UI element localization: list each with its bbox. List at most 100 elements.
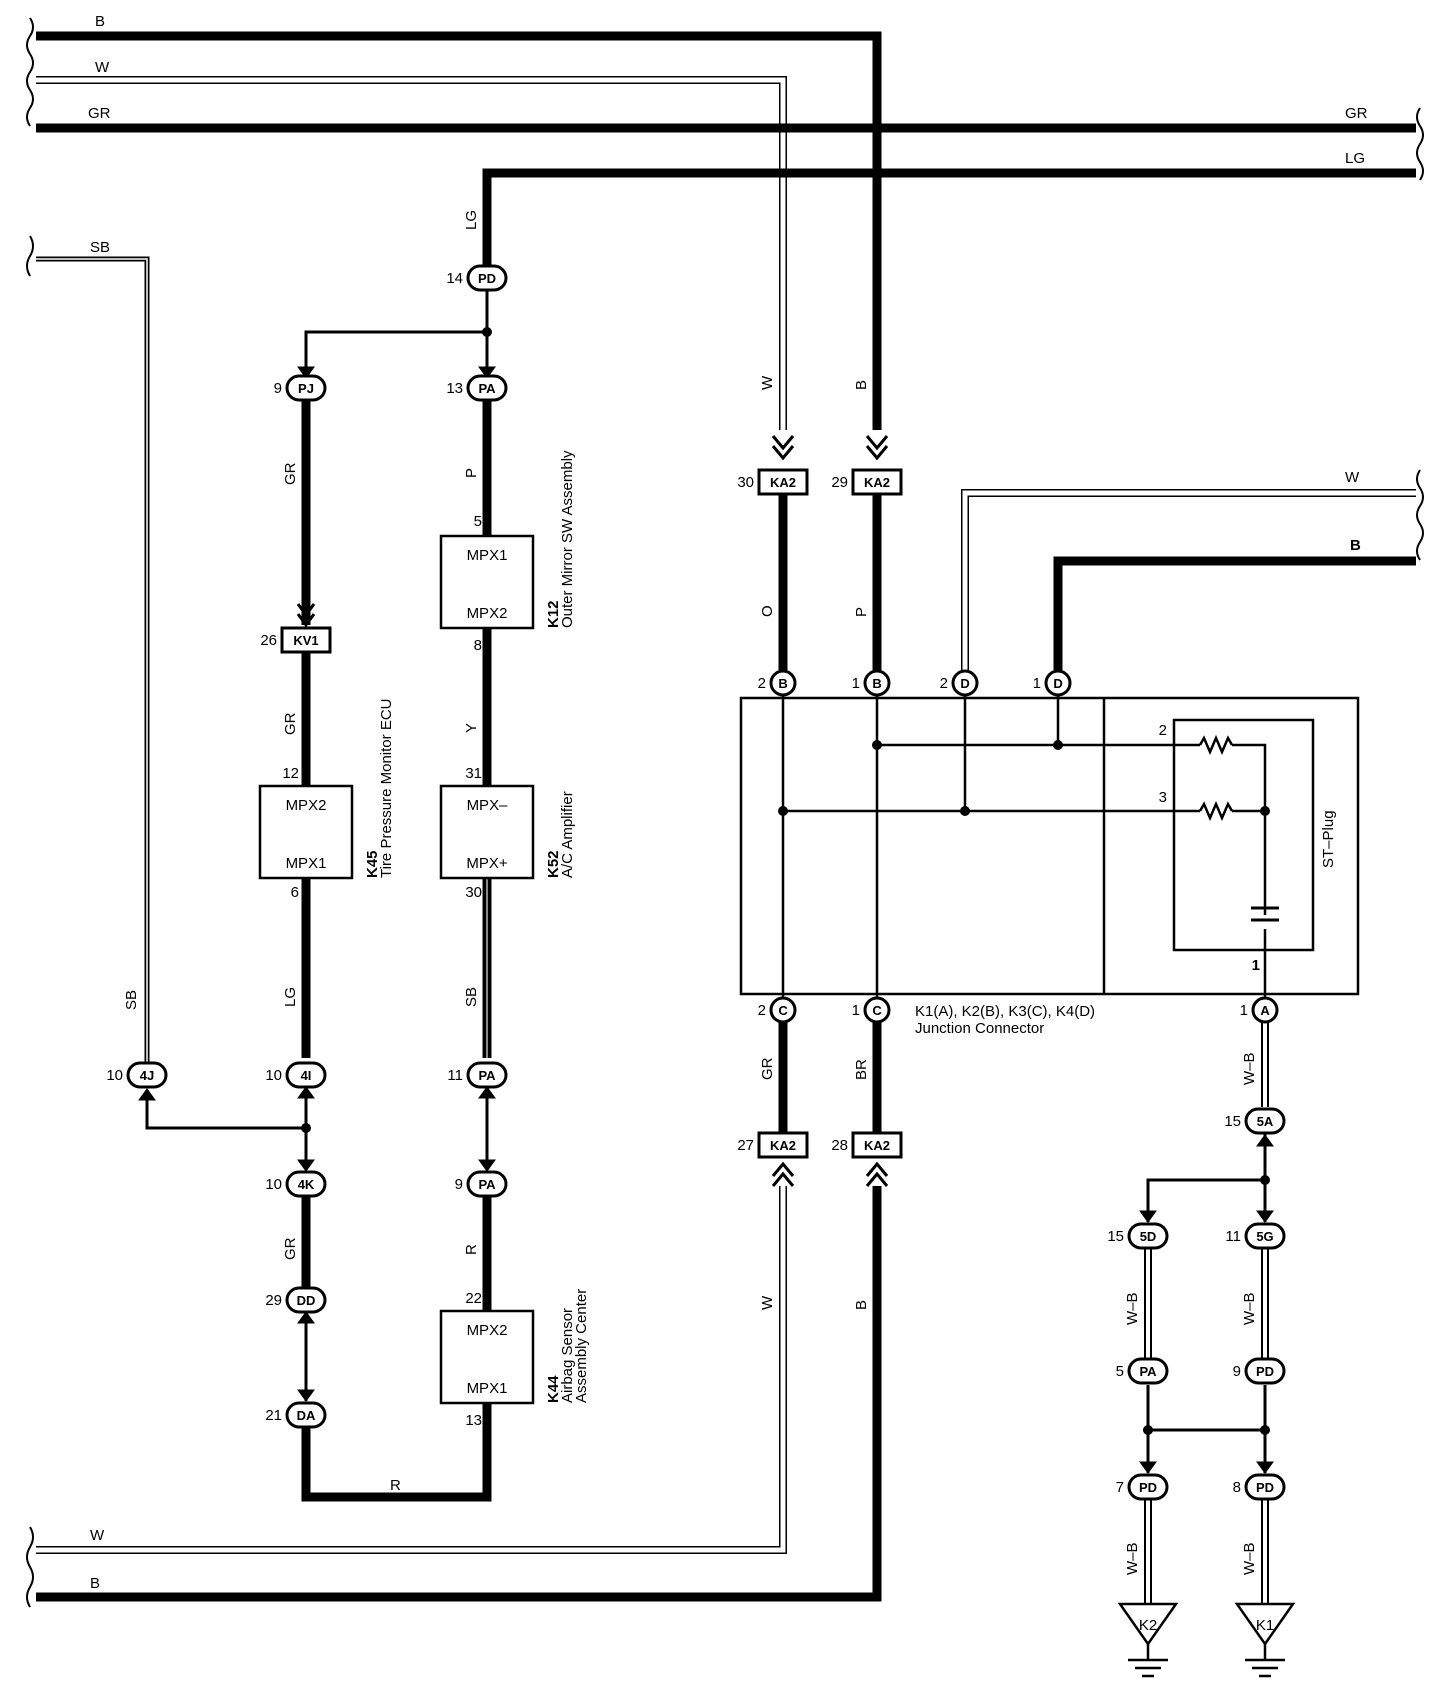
connector-ka2-28[interactable]: KA2 (851, 1131, 903, 1159)
connector-pd7[interactable]: PD (1127, 1473, 1169, 1501)
connector-d1[interactable]: D (1044, 669, 1072, 697)
connector-5g[interactable]: 5G (1244, 1222, 1286, 1250)
svg-text:PA: PA (478, 1068, 496, 1083)
connector-pa9[interactable]: PA (466, 1170, 508, 1198)
svg-text:9: 9 (274, 380, 282, 397)
svg-text:PA: PA (478, 1177, 496, 1192)
svg-text:8: 8 (474, 637, 482, 654)
connector-b1[interactable]: B (863, 669, 891, 697)
svg-text:5A: 5A (1257, 1114, 1274, 1129)
label-wb-8: W–B (1241, 1542, 1258, 1575)
label-top-lg-right: LG (1345, 150, 1365, 167)
connector-c2[interactable]: C (769, 996, 797, 1024)
label-w-right: W (1345, 469, 1360, 486)
svg-text:5G: 5G (1256, 1229, 1273, 1244)
svg-text:30: 30 (737, 474, 754, 491)
label-sb-top: SB (90, 239, 110, 256)
label-b-vert: B (853, 380, 870, 390)
connector-a1[interactable]: A (1251, 996, 1279, 1024)
svg-text:C: C (872, 1003, 882, 1018)
svg-text:12: 12 (282, 765, 299, 782)
svg-text:5: 5 (1116, 1363, 1124, 1380)
connector-pa11[interactable]: PA (466, 1061, 508, 1089)
wire-top-b (36, 31, 882, 430)
connector-pd8[interactable]: PD (1244, 1473, 1286, 1501)
svg-text:1: 1 (1240, 1002, 1248, 1019)
connector-4j[interactable]: 4J (126, 1061, 168, 1089)
label-wb-5g: W–B (1241, 1292, 1258, 1325)
svg-text:D: D (960, 676, 969, 691)
k52-mpx-minus: MPX– (467, 797, 509, 814)
connector-pa5[interactable]: PA (1127, 1357, 1169, 1385)
label-gr-kv1: GR (282, 712, 299, 735)
svg-text:B: B (778, 676, 787, 691)
junction-line2: Junction Connector (915, 1020, 1044, 1037)
svg-text:27: 27 (737, 1137, 754, 1154)
st-plug-box (1172, 718, 1315, 952)
st-plug-label: ST–Plug (1320, 810, 1337, 868)
capacitor (1251, 906, 1279, 922)
connector-pj[interactable]: PJ (285, 374, 327, 402)
label-w-vert: W (759, 375, 776, 390)
connector-kv1[interactable]: KV1 (280, 626, 332, 654)
label-o-vert: O (759, 605, 776, 617)
svg-text:10: 10 (265, 1176, 282, 1193)
svg-text:22: 22 (465, 1290, 482, 1307)
k52-name: A/C Amplifier (559, 791, 576, 878)
label-br-junction: BR (853, 1059, 870, 1080)
connector-pa13[interactable]: PA (466, 374, 508, 402)
svg-text:D: D (1053, 676, 1062, 691)
k44-mpx2: MPX2 (467, 1322, 508, 1339)
k12-mpx1: MPX1 (467, 547, 508, 564)
resistor-2 (1198, 734, 1234, 756)
label-b-low: B (853, 1300, 870, 1310)
svg-text:KV1: KV1 (293, 633, 318, 648)
label-y-vert: Y (463, 723, 480, 733)
pin-1-cap: 1 (1252, 957, 1260, 974)
svg-text:C: C (778, 1003, 788, 1018)
k44-name-1: Airbag Sensor (559, 1308, 576, 1403)
connector-c1[interactable]: C (863, 996, 891, 1024)
connector-4k[interactable]: 4K (285, 1170, 327, 1198)
connector-da[interactable]: DA (285, 1401, 327, 1429)
junction-dots (301, 327, 1270, 1435)
ground-k2-label: K2 (1139, 1617, 1157, 1634)
svg-text:PJ: PJ (298, 381, 314, 396)
k44-code: K44 (545, 1375, 562, 1403)
connector-ka2-30[interactable]: KA2 (757, 468, 809, 496)
label-bot-w: W (90, 1527, 105, 1544)
label-sb-vert: SB (123, 990, 140, 1010)
svg-text:KA2: KA2 (864, 1138, 890, 1153)
svg-text:DD: DD (297, 1293, 316, 1308)
k52-code: K52 (545, 850, 562, 878)
svg-text:5: 5 (474, 513, 482, 530)
connector-pd14[interactable]: PD (466, 264, 508, 292)
connector-d2[interactable]: D (951, 669, 979, 697)
svg-text:2: 2 (940, 675, 948, 692)
connector-4i[interactable]: 4I (285, 1061, 327, 1089)
grounds (1117, 1602, 1296, 1678)
connector-ka2-27[interactable]: KA2 (757, 1131, 809, 1159)
k44-box (439, 1309, 535, 1405)
junction-line1: K1(A), K2(B), K3(C), K4(D) (915, 1003, 1095, 1020)
label-bot-b: B (90, 1575, 100, 1592)
svg-text:15: 15 (1224, 1113, 1241, 1130)
svg-text:1: 1 (852, 1002, 860, 1019)
label-w-low: W (759, 1295, 776, 1310)
connector-pd9[interactable]: PD (1244, 1357, 1286, 1385)
connector-b2[interactable]: B (769, 669, 797, 697)
connector-5a[interactable]: 5A (1244, 1107, 1286, 1135)
wire-w-right (961, 489, 1416, 670)
connector-5d[interactable]: 5D (1127, 1222, 1169, 1250)
k44-mpx1: MPX1 (467, 1380, 508, 1397)
svg-text:3: 3 (1159, 789, 1167, 806)
connector-dd[interactable]: DD (285, 1286, 327, 1314)
label-b-right: B (1350, 537, 1361, 554)
k45-code: K45 (364, 850, 381, 878)
connector-ka2-29[interactable]: KA2 (851, 468, 903, 496)
wire-lg (482, 168, 1416, 266)
svg-text:1: 1 (852, 675, 860, 692)
k44-name-2: Assembly Center (573, 1289, 590, 1403)
svg-text:PA: PA (1139, 1364, 1157, 1379)
